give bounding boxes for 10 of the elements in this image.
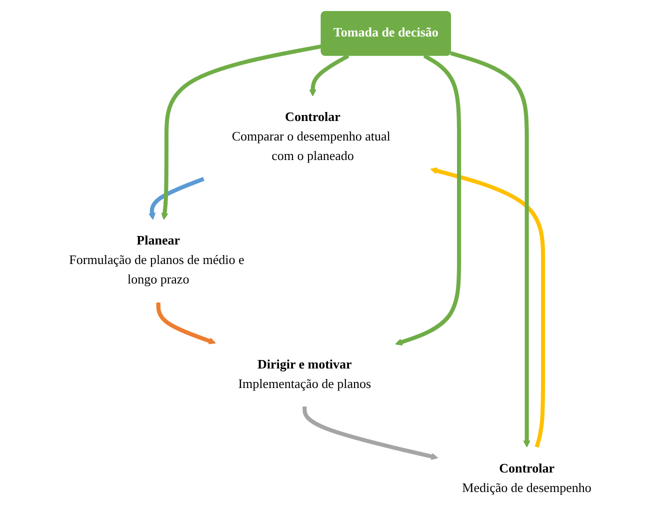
arrow [450, 51, 531, 448]
node-text: Controlar Medição de desempenho [462, 462, 592, 496]
node-text: Dirigir e motivar Implementação de planos [238, 358, 372, 392]
arrow [148, 177, 205, 220]
node-text: Controlar Comparar o desempenho atual com o planeado [232, 110, 391, 164]
arrow [161, 44, 322, 220]
node-text: Planear Formulação de planos de médio e longo prazo [70, 234, 245, 287]
arrow [430, 167, 546, 448]
arrow [395, 54, 462, 346]
arrow [310, 54, 350, 96]
